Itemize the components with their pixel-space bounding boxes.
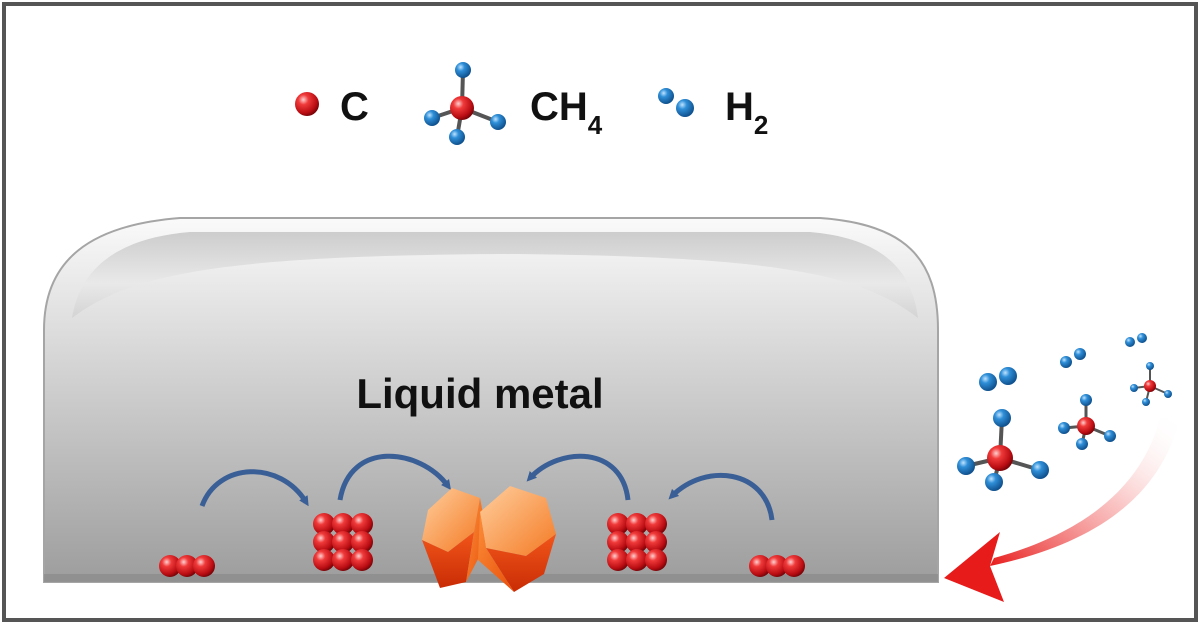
carbon-atom-icon [295,92,319,116]
legend-hydrogen-label: H2 [725,85,768,140]
hydrogen-molecule-icon [1060,348,1086,368]
methane-molecule-icon [957,409,1049,491]
hop-arrow-icon [668,472,775,521]
hydrogen-molecule-icon [658,88,694,117]
liquid-metal-body [43,217,939,583]
legend: C CH4 H2 [295,62,768,145]
carbon-cluster-icon [607,513,667,571]
graphene-crystal-icon [422,488,488,588]
legend-methane-label: CH4 [530,85,603,140]
graphene-crystal-icon [478,486,556,592]
hop-arrows [199,453,775,521]
liquid-metal-label: Liquid metal [356,370,603,417]
methane-molecule-icon [1058,394,1116,450]
methane-molecule-icon [1130,362,1172,406]
hop-arrow-icon [337,453,451,501]
gas-inflow-arrow-icon [944,418,1180,602]
methane-molecule-icon [424,62,506,145]
hydrogen-molecule-icon [979,367,1017,391]
carbon-cluster-icon [313,513,373,571]
carbon-cluster-icon [749,555,805,577]
legend-carbon-label: C [340,85,369,129]
hop-arrow-icon [199,469,309,507]
hydrogen-molecule-icon [1125,333,1147,347]
gas-molecules [957,333,1172,491]
carbon-cluster-icon [159,555,215,577]
hop-arrow-icon [526,453,631,501]
